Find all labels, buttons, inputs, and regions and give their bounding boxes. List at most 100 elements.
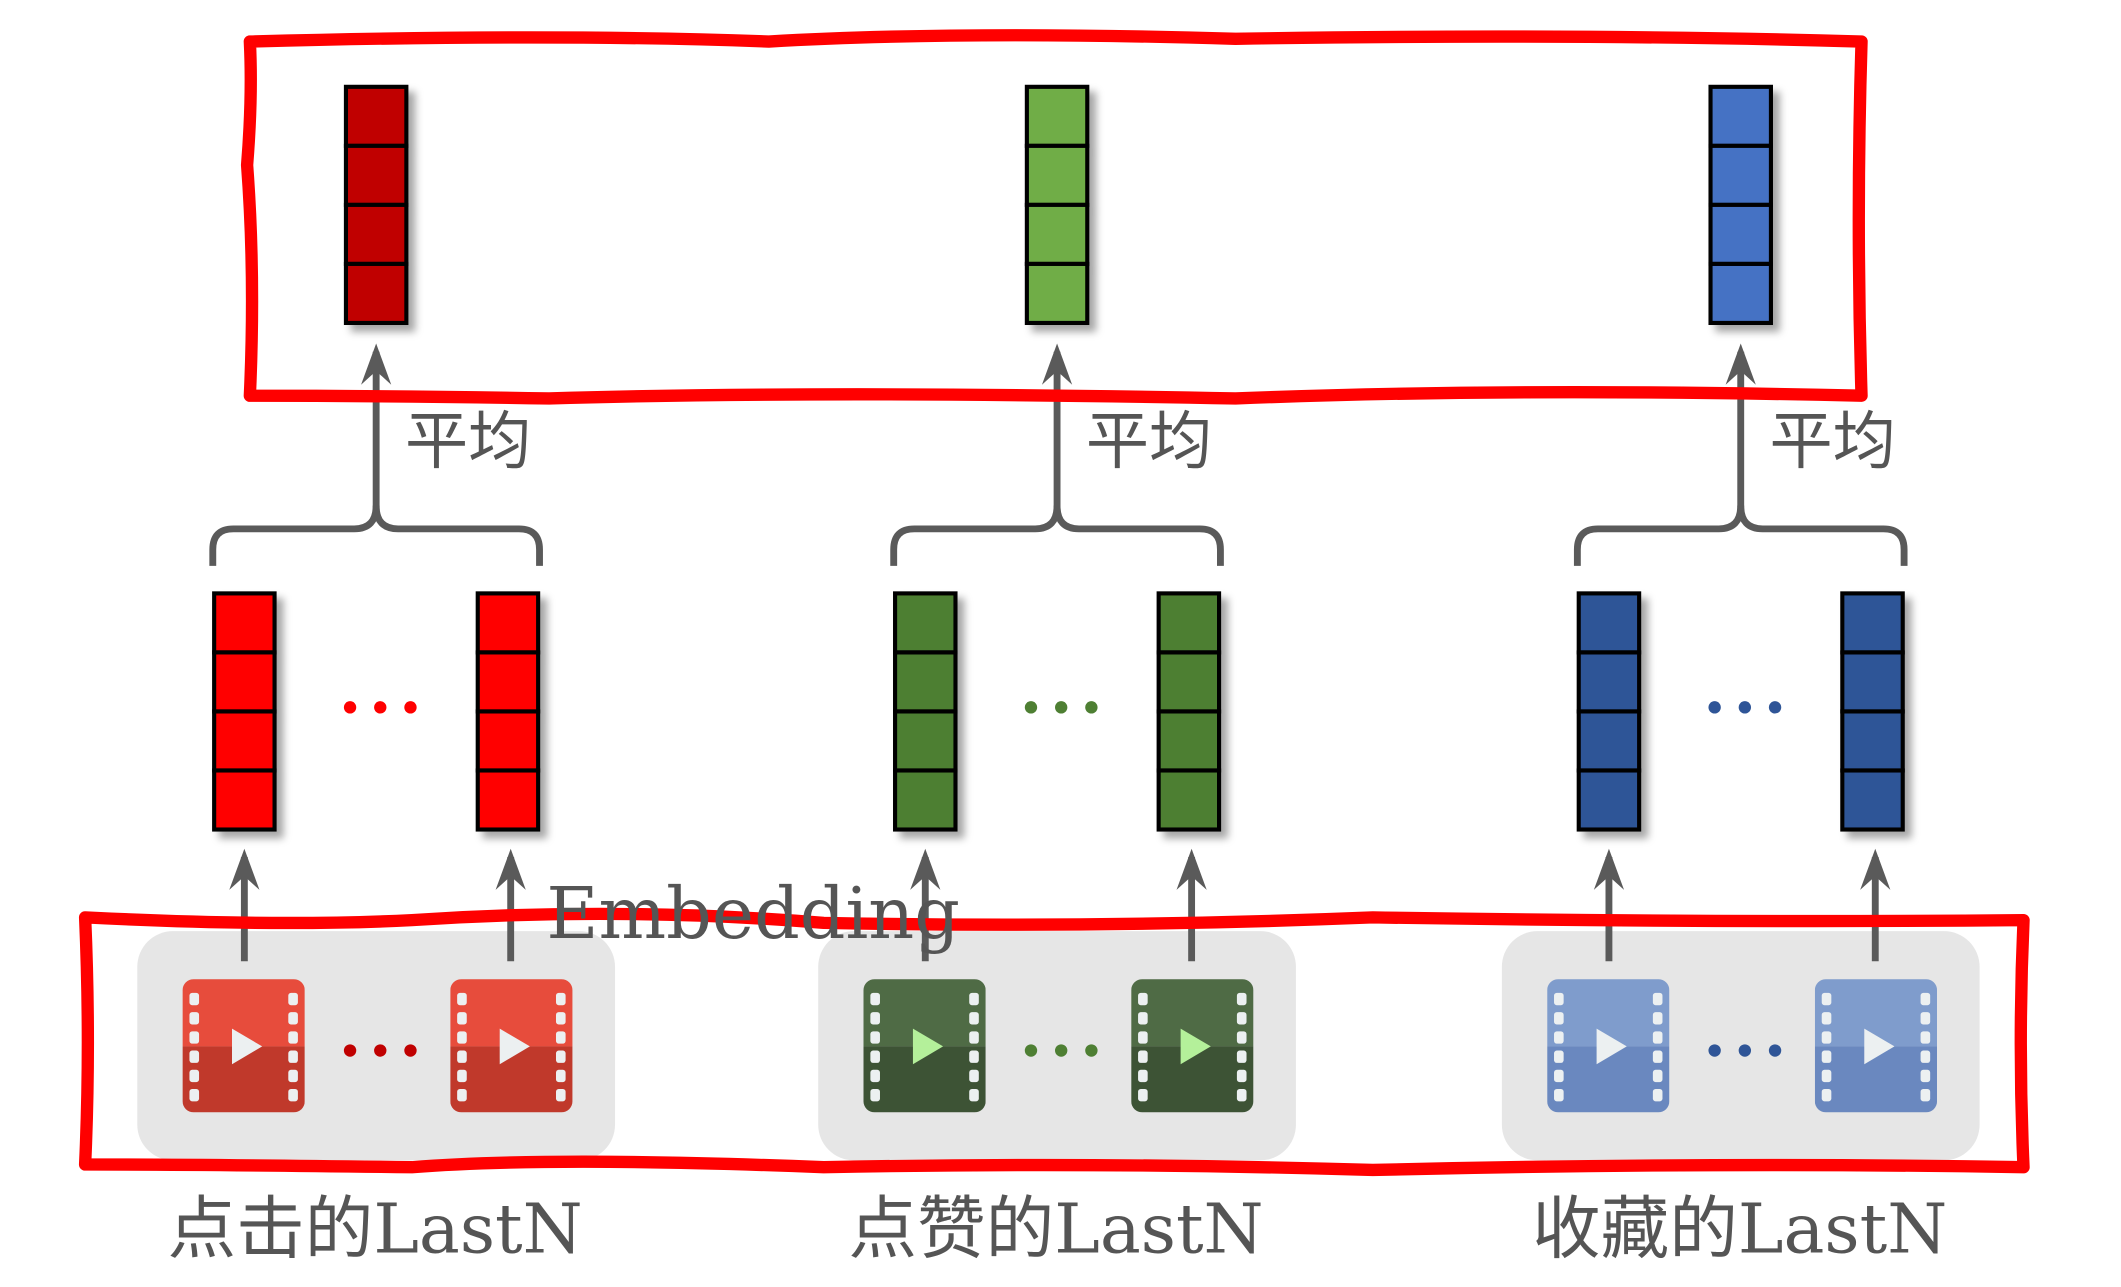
arrow-head [910,848,941,890]
bottom-highlight-box [78,907,2030,1177]
dot [1085,1044,1098,1057]
arrow-head [361,343,392,385]
film-hole [555,1069,566,1083]
vector-cell [1708,84,1773,148]
play-icon [912,1028,944,1065]
video-icon-click-1 [182,979,305,1113]
user-vector-click [343,84,409,326]
vector-cell [1708,202,1773,266]
arrow-head [1176,848,1207,890]
film-hole [457,1031,467,1044]
film-hole [1920,992,1931,1006]
film-hole [1236,1069,1247,1083]
vector-cell [343,84,409,148]
film-top [182,979,305,1047]
vector-cell [1576,709,1642,773]
film-hole [189,992,200,1006]
average-label: 平均 [405,404,531,478]
film-hole [1138,992,1148,1006]
film-hole [870,1031,880,1044]
dot [343,1044,357,1057]
film-hole [1138,1031,1148,1044]
arrow-head [229,848,260,890]
vector-cell [1576,591,1642,655]
film-hole [555,1031,566,1044]
vector-cell [893,650,958,714]
average-label: 平均 [1770,404,1896,478]
dot [1708,701,1721,714]
film-top [1814,979,1938,1047]
vector-cell [475,650,541,714]
dot [1055,701,1068,714]
arrow-head [1041,343,1073,385]
film-hole [1554,1069,1564,1083]
film-hole [288,1012,298,1025]
video-icon-like-1 [863,979,986,1113]
dot [1024,1044,1038,1057]
film-hole [870,1088,880,1102]
dot [1024,701,1038,714]
brace [209,505,543,566]
vector-cell [1708,261,1773,326]
film-hole [189,1050,200,1063]
vector-cell [343,143,409,207]
arrow-embed-n [1176,848,1207,962]
ellipsis-embeddings [1708,701,1782,714]
film-hole [288,1088,298,1102]
film-hole [1652,1031,1663,1044]
dot [404,701,417,714]
item-embedding-1 [212,591,277,832]
film-hole [555,1050,566,1063]
film-hole [457,1088,467,1102]
film-hole [1138,1050,1148,1063]
film-hole [1920,1050,1931,1063]
film-hole [870,1050,880,1063]
film-hole [969,1069,979,1083]
film-hole [288,1031,298,1044]
film-hole [1554,992,1564,1006]
dot [1738,701,1752,714]
vector-cell [1840,650,1905,714]
film-bottom [1131,1046,1254,1113]
film-hole [457,1050,467,1063]
film-hole [870,992,880,1006]
film-hole [288,992,298,1006]
vector-cell [343,202,409,266]
dot [1708,1044,1721,1057]
film-hole [969,1012,979,1025]
film-top [450,979,573,1047]
film-hole [1554,1050,1564,1063]
film-hole [1554,1012,1564,1025]
film-hole [1554,1088,1564,1102]
play-icon [499,1028,530,1065]
ellipsis-embeddings [343,701,417,714]
ellipsis-items [343,1044,417,1057]
film-hole [1821,1031,1832,1044]
film-hole [1920,1088,1931,1102]
user-vector-favorite [1708,84,1773,326]
vector-cell [1840,768,1905,832]
film-hole [1821,1050,1832,1063]
film-hole [1652,1069,1663,1083]
group-label: 点赞的LastN [848,1189,1263,1269]
play-icon [1864,1028,1895,1065]
dot [404,1044,417,1057]
film-hole [189,1031,200,1044]
film-hole [1821,1069,1832,1083]
vector-cell [212,768,277,832]
brace [1573,505,1908,566]
vector-cell [893,591,958,655]
vector-cell [1840,591,1905,655]
play-icon [232,1028,263,1065]
item-embedding-1 [893,591,958,832]
film-hole [555,1088,566,1102]
film-hole [1821,992,1832,1006]
video-icon-favorite-1 [1547,979,1670,1113]
group-label: 收藏的LastN [1532,1189,1947,1269]
dot [374,701,387,714]
item-embedding-n [1156,591,1222,832]
film-hole [870,1069,880,1083]
film-bottom [1814,1046,1938,1113]
film-hole [1138,1088,1148,1102]
